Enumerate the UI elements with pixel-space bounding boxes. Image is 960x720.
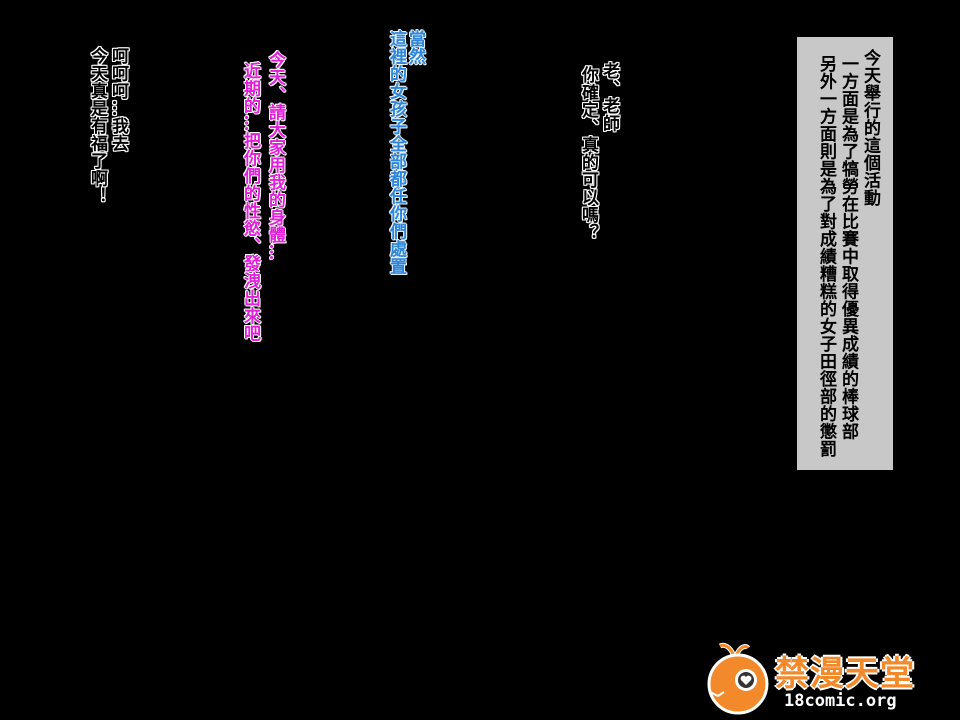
dialogue-teacher-line-2: 這裡的女孩子全部都任你們處置: [386, 30, 406, 275]
caption-line-3: 另外一方面則是為了對成績糟糕的女子田徑部的懲罰: [816, 55, 836, 458]
watermark-title: 禁漫天堂: [775, 654, 915, 694]
dialogue-student-line-1: 老、老師: [599, 62, 619, 132]
dialogue-girl-line-1: 今天、請大家用我的身體…: [265, 51, 285, 261]
caption-line-1: 今天舉行的這個活動: [860, 49, 880, 207]
narration-caption-box: 今天舉行的這個活動 一方面是為了犒勞在比賽中取得優異成績的棒球部 另外一方面則是…: [797, 37, 893, 470]
dialogue-student-line-2: 你確定、真的可以嗎？: [578, 66, 598, 241]
dialogue-girl-line-2: 近期的…把你們的性慾、發洩出來吧: [240, 62, 260, 342]
watermark-logo: 禁漫天堂 18comic.org: [700, 640, 925, 718]
mascot-icon: [707, 642, 769, 715]
dialogue-left-line-1: 呵呵呵…我去: [108, 47, 128, 152]
caption-line-2: 一方面是為了犒勞在比賽中取得優異成績的棒球部: [838, 55, 858, 440]
dialogue-teacher-line-1: 當然: [405, 30, 425, 65]
dialogue-left-line-2: 今天真是有福了啊！: [87, 47, 107, 205]
watermark-url: 18comic.org: [784, 691, 897, 711]
